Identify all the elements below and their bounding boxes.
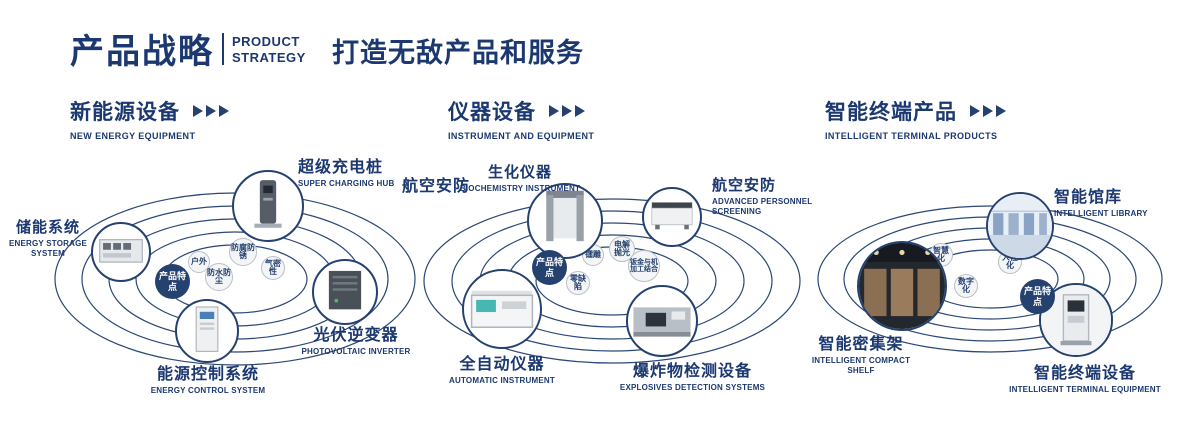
library-photo	[988, 194, 1052, 258]
node-intelligent-terminal	[1039, 283, 1113, 357]
node-intelligent-library	[986, 192, 1054, 260]
section-title: 仪器设备	[448, 101, 536, 124]
section-title: 智能终端产品	[825, 101, 957, 124]
title-divider	[222, 33, 224, 65]
personnel-screening-photo	[651, 202, 693, 230]
label-aviation-security: 航空安防	[402, 178, 471, 195]
node-automatic-instrument	[462, 269, 542, 349]
section-head-new-energy: 新能源设备 NEW ENERGY EQUIPMENT	[70, 96, 229, 141]
slogan: 打造无敌产品和服务	[332, 38, 584, 68]
feature-chip: 产品特点	[532, 250, 567, 285]
label-intelligent-terminal: 智能终端设备 INTELLIGENT TERMINAL EQUIPMENT	[1009, 365, 1161, 394]
node-super-charging-hub	[232, 170, 304, 242]
label-personnel-screening: 航空安防 ADVANCED PERSONNEL SCREENING	[712, 177, 813, 216]
label-explosives-detection: 爆炸物检测设备 EXPLOSIVES DETECTION SYSTEMS	[619, 363, 766, 392]
section-subtitle: INSTRUMENT AND EQUIPMENT	[448, 131, 595, 141]
section-head-terminal: 智能终端产品 INTELLIGENT TERMINAL PRODUCTS	[825, 96, 1006, 141]
node-biochemistry-instrument	[527, 183, 603, 259]
section-title: 新能源设备	[70, 101, 180, 124]
label-super-charging-hub: 超级充电桩 SUPER CHARGING HUB	[298, 159, 395, 188]
page-title: 产品战略	[70, 33, 214, 71]
page-title-en-line2: STRATEGY	[232, 49, 306, 65]
compact-shelf-photo	[859, 243, 945, 329]
biochemistry-instrument-photo	[546, 190, 584, 242]
section-subtitle: INTELLIGENT TERMINAL PRODUCTS	[825, 131, 998, 141]
feature-bubble: 钣金与机加工结合	[628, 250, 660, 282]
page-title-en-line1: PRODUCT	[232, 34, 300, 49]
label-photovoltaic-inverter: 光伏逆变器 PHOTOVOLTAIC INVERTER	[301, 327, 411, 356]
charging-hub-photo	[254, 180, 282, 228]
feature-bubble: 数字化	[954, 274, 978, 298]
explosives-detection-photo	[633, 307, 691, 337]
inverter-photo	[328, 270, 362, 310]
label-energy-storage: 储能系统 ENERGY STORAGE SYSTEM	[8, 219, 88, 258]
node-energy-control	[175, 299, 239, 363]
feature-bubble: 户外	[188, 251, 210, 273]
section-head-instrument: 仪器设备 INSTRUMENT AND EQUIPMENT	[448, 96, 594, 141]
label-compact-shelf: 智能密集架 INTELLIGENT COMPACT SHELF	[811, 336, 911, 375]
feature-bubble: 气密性	[261, 256, 285, 280]
energy-storage-photo	[99, 239, 143, 263]
node-personnel-screening	[642, 187, 702, 247]
control-system-photo	[195, 306, 219, 352]
feature-chip: 产品特点	[155, 264, 190, 299]
feature-bubble: 防腐防锈	[229, 238, 257, 266]
node-explosives-detection	[626, 285, 698, 357]
label-automatic-instrument: 全自动仪器 AUTOMATIC INSTRUMENT	[449, 356, 555, 385]
label-energy-control: 能源控制系统 ENERGY CONTROL SYSTEM	[150, 366, 266, 395]
node-compact-shelf	[857, 241, 947, 331]
feature-bubble: 零缺陷	[566, 271, 590, 295]
chevron-right-icon	[546, 105, 585, 117]
section-subtitle: NEW ENERGY EQUIPMENT	[70, 131, 196, 141]
node-energy-storage	[91, 222, 151, 282]
chevron-right-icon	[967, 105, 1006, 117]
label-biochemistry-instrument: 生化仪器 BIOCHEMISTRY INSTRUMENT	[459, 164, 581, 193]
automatic-instrument-photo	[470, 290, 534, 328]
page-title-en: PRODUCT STRATEGY	[232, 34, 306, 65]
label-intelligent-library: 智能馆库 INTELLIGENT LIBRARY	[1054, 189, 1148, 218]
feature-chip: 产品特点	[1020, 279, 1055, 314]
node-photovoltaic-inverter	[312, 259, 378, 325]
feature-bubble: 防水防尘	[205, 263, 233, 291]
chevron-right-icon	[190, 105, 229, 117]
